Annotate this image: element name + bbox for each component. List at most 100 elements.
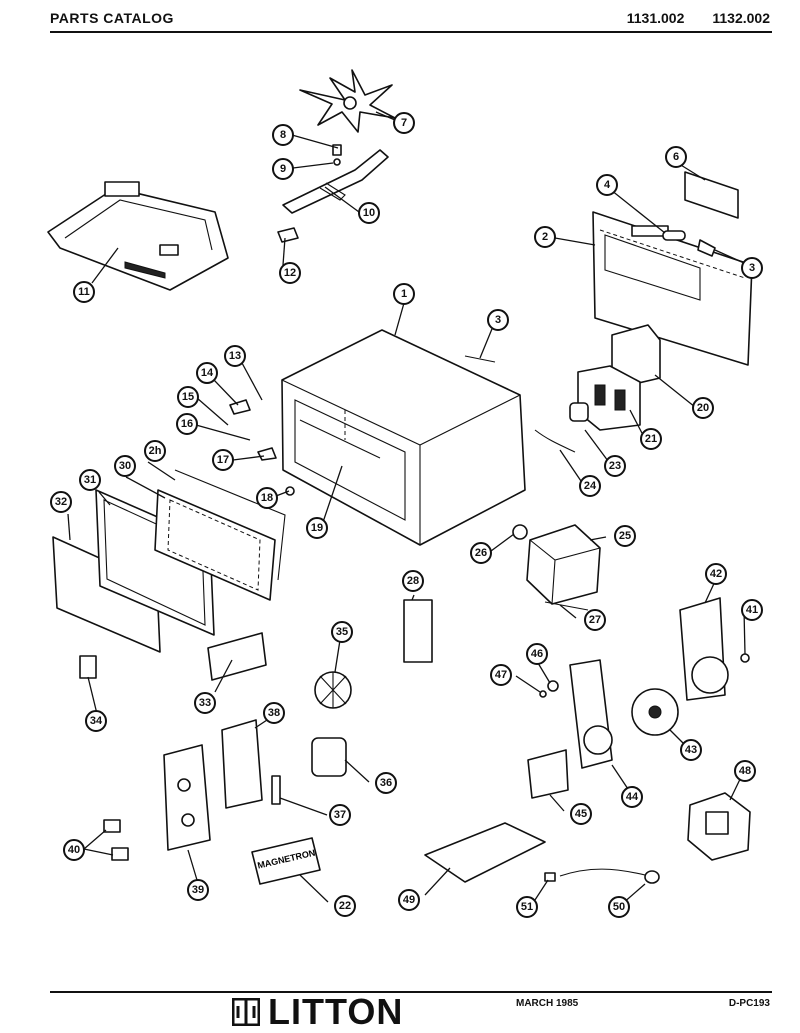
svg-text:28: 28 <box>407 575 419 587</box>
callout-39: 38 <box>263 702 285 724</box>
door-assembly-part <box>52 469 286 653</box>
svg-text:25: 25 <box>619 530 631 542</box>
callout-1: 1 <box>393 283 415 305</box>
callout-24: 23 <box>604 455 626 477</box>
hinge-part <box>257 447 277 461</box>
transformer-part <box>526 524 601 605</box>
callout-14: 13 <box>224 345 246 367</box>
callout-44: 43 <box>680 739 702 761</box>
model-number-a: 1131.002 <box>626 10 685 26</box>
svg-text:30: 30 <box>119 460 131 472</box>
svg-text:16: 16 <box>181 418 193 430</box>
callout-27: 26 <box>470 542 492 564</box>
callout-20: 19 <box>306 517 328 539</box>
callout-43: 42 <box>705 563 727 585</box>
callout-42: 41 <box>741 599 763 621</box>
callout-33: 32 <box>50 491 72 513</box>
brand-name: LITTON <box>268 991 404 1032</box>
callout-9: 8 <box>272 124 294 146</box>
svg-text:14: 14 <box>201 367 214 379</box>
svg-text:47: 47 <box>495 669 507 681</box>
fuse-part <box>662 230 686 241</box>
svg-text:22: 22 <box>339 900 351 912</box>
svg-text:18: 18 <box>261 492 273 504</box>
svg-text:48: 48 <box>739 765 751 777</box>
svg-text:44: 44 <box>626 791 639 803</box>
svg-text:39: 39 <box>192 884 204 896</box>
magnetron-box-part: MAGNETRON <box>251 837 321 885</box>
svg-text:34: 34 <box>90 715 103 727</box>
switch-bracket-part <box>569 324 661 431</box>
base-plate-lower-part <box>424 822 546 883</box>
callout-15: 14 <box>196 362 218 384</box>
fan-motor-part <box>314 671 352 709</box>
connector-part <box>544 872 556 882</box>
svg-text:6: 6 <box>673 151 679 163</box>
callout-11: 10 <box>358 202 380 224</box>
latch-part <box>229 399 251 415</box>
svg-text:13: 13 <box>229 350 241 362</box>
svg-text:37: 37 <box>334 809 346 821</box>
callout-31: 30 <box>114 455 136 477</box>
callout-38: 37 <box>329 804 351 826</box>
knob-part <box>103 819 121 833</box>
timer-bracket-part <box>569 659 613 769</box>
svg-text:17: 17 <box>217 454 229 466</box>
svg-text:31: 31 <box>84 474 96 486</box>
svg-text:27: 27 <box>589 614 601 626</box>
stirrer-bracket-part <box>282 144 389 214</box>
svg-text:41: 41 <box>746 604 758 616</box>
callout-36: 35 <box>331 621 353 643</box>
svg-text:15: 15 <box>182 391 194 403</box>
callout-12: 11 <box>73 281 95 303</box>
motor-plate-part <box>679 597 729 701</box>
callout-6: 4 <box>596 174 618 196</box>
svg-text:24: 24 <box>584 480 597 492</box>
callout-41: 40 <box>63 839 85 861</box>
callout-34: 33 <box>194 692 216 714</box>
screw-part-42 <box>740 653 750 663</box>
label-plate-part <box>684 171 739 219</box>
svg-text:51: 51 <box>521 901 533 913</box>
lamp-cord-part <box>559 868 646 877</box>
callout-46: 45 <box>570 803 592 825</box>
door-latch-part <box>207 632 267 681</box>
callout-8-lower: 51 <box>516 896 538 918</box>
footer-rule <box>50 991 772 993</box>
hv-transformer-part <box>687 792 751 861</box>
callout-48: 47 <box>490 664 512 686</box>
timer-part <box>311 737 347 777</box>
callout-22: 21 <box>640 428 662 450</box>
svg-text:9: 9 <box>280 163 286 175</box>
svg-text:23: 23 <box>609 460 621 472</box>
wire-part <box>534 429 576 453</box>
strap-part <box>544 601 589 611</box>
svg-text:8: 8 <box>280 129 286 141</box>
callout-7: 6 <box>665 146 687 168</box>
svg-text:38: 38 <box>268 707 280 719</box>
svg-text:11: 11 <box>78 286 90 298</box>
svg-text:12: 12 <box>284 267 296 279</box>
svg-text:32: 32 <box>55 496 67 508</box>
svg-text:1: 1 <box>401 288 407 300</box>
relay-part <box>527 749 569 799</box>
callout-19: 18 <box>256 487 278 509</box>
svg-text:20: 20 <box>697 402 709 414</box>
screw-part <box>285 486 295 496</box>
panel-frame-part <box>163 744 211 851</box>
callout-40: 39 <box>187 879 209 901</box>
callout-10: 9 <box>272 158 294 180</box>
spacer-part <box>547 680 559 692</box>
spacer-bar-part <box>271 775 281 805</box>
catalog-title: PARTS CATALOG <box>50 10 174 26</box>
svg-text:42: 42 <box>710 568 722 580</box>
svg-text:40: 40 <box>68 844 80 856</box>
svg-text:3: 3 <box>495 314 501 326</box>
svg-text:21: 21 <box>645 433 657 445</box>
stirrer-fan-part <box>299 69 396 133</box>
grommet-part <box>512 524 528 540</box>
main-cabinet-part <box>281 329 526 546</box>
